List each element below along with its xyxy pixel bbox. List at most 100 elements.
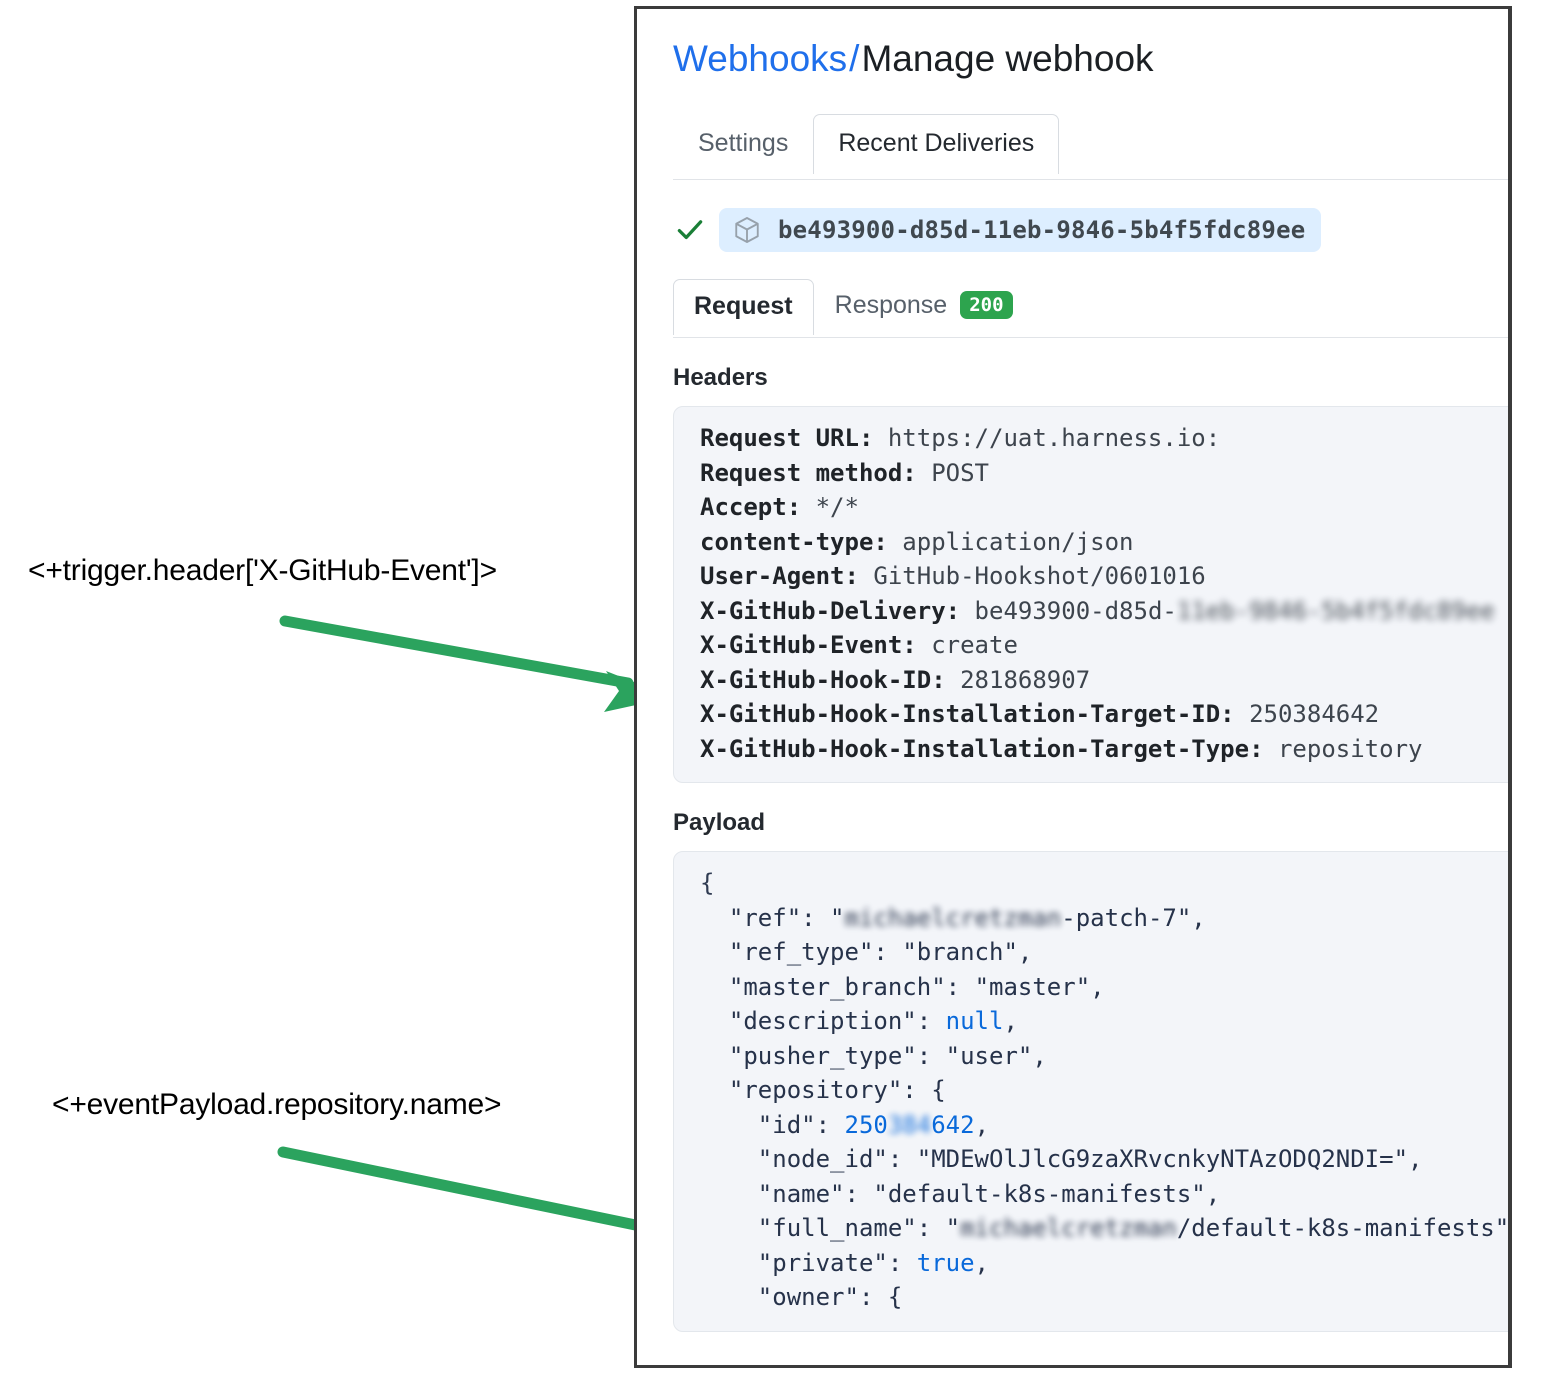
json-key: "master_branch" — [728, 972, 946, 1001]
headers-heading: Headers — [673, 364, 768, 392]
json-key: "node_id" — [757, 1145, 888, 1174]
header-row: User-Agent: GitHub-Hookshot/0601016 — [674, 559, 1508, 594]
json-value: { — [931, 1076, 946, 1105]
json-value: "default-k8s-manifests", — [873, 1179, 1221, 1208]
header-value: create — [931, 631, 1018, 660]
header-key: Request method: — [700, 458, 917, 487]
header-row: X-GitHub-Hook-ID: 281868907 — [674, 663, 1508, 698]
json-brace: { — [700, 869, 715, 898]
header-key: X-GitHub-Delivery: — [700, 596, 961, 625]
json-prefix: : — [902, 1076, 932, 1105]
header-key: Request URL: — [700, 424, 874, 453]
json-key: "name" — [757, 1179, 845, 1208]
payload-line: { — [674, 866, 1508, 901]
payload-line: "ref": "michaelcretzman-patch-7", — [674, 901, 1508, 936]
json-prefix: : — [916, 1007, 946, 1036]
json-key: "ref_type" — [728, 938, 874, 967]
json-key: "repository" — [728, 1076, 903, 1105]
json-prefix: : — [844, 1179, 874, 1208]
breadcrumb-separator: / — [849, 38, 860, 79]
header-key: X-GitHub-Event: — [700, 631, 917, 660]
payload-line: "owner": { — [674, 1280, 1508, 1315]
header-value: application/json — [902, 527, 1134, 556]
json-prefix: : — [887, 1248, 917, 1277]
request-response-tabs: Request Response 200 — [637, 276, 1508, 339]
json-key: "pusher_type" — [728, 1041, 917, 1070]
breadcrumb-current: Manage webhook — [861, 38, 1154, 79]
json-prefix: : — [815, 1110, 845, 1139]
payload-line: "full_name": "michaelcretzman/default-k8… — [674, 1211, 1512, 1246]
payload-code-box: { "ref": "michaelcretzman-patch-7", "ref… — [673, 851, 1512, 1332]
header-value: POST — [931, 458, 989, 487]
json-prefix: : " — [916, 1214, 961, 1243]
status-badge: 200 — [960, 291, 1013, 320]
payload-line: "ref_type": "branch", — [674, 935, 1508, 970]
header-row: X-GitHub-Delivery: be493900-d85d-11eb-98… — [674, 594, 1508, 629]
header-key: User-Agent: — [700, 562, 859, 591]
json-prefix: : — [887, 1145, 917, 1174]
json-key: "id" — [757, 1110, 816, 1139]
redacted-delivery-id: 11eb-9846-5b4f5fdc89ee — [1176, 596, 1495, 625]
json-suffix: , — [974, 1248, 989, 1277]
cube-icon — [735, 217, 759, 244]
header-row: Accept: */* — [674, 490, 1508, 525]
payload-line: "name": "default-k8s-manifests", — [674, 1177, 1508, 1212]
payload-line: "repository": { — [674, 1073, 1508, 1108]
header-key: X-GitHub-Hook-ID: — [700, 665, 946, 694]
check-icon — [677, 220, 703, 240]
delivery-guid: be493900-d85d-11eb-9846-5b4f5fdc89ee — [778, 216, 1306, 245]
header-value: */* — [815, 493, 859, 522]
json-prefix: : " — [801, 903, 845, 932]
json-literal: true — [916, 1248, 975, 1277]
tab-settings[interactable]: Settings — [698, 129, 789, 158]
json-value: "MDEwOlJlcG9zaXRvcnkyNTAzODQ2NDI=", — [916, 1145, 1423, 1174]
json-number: 250 — [844, 1110, 888, 1139]
json-prefix: : — [916, 1041, 946, 1070]
page-title: Webhooks/Manage webhook — [637, 9, 1508, 81]
redacted-id: 384 — [887, 1110, 932, 1139]
header-row: Request URL: https://uat.harness.io: — [674, 421, 1508, 456]
tab-response-label: Response — [834, 290, 948, 319]
payload-line: "master_branch": "master", — [674, 970, 1508, 1005]
json-prefix: : — [858, 1283, 888, 1312]
json-suffix: /default-k8s-manifests", — [1176, 1214, 1512, 1243]
header-row: X-GitHub-Hook-Installation-Target-Type: … — [674, 732, 1508, 767]
json-value: "user", — [945, 1041, 1047, 1070]
header-row: content-type: application/json — [674, 525, 1508, 560]
json-prefix: : — [945, 972, 975, 1001]
header-key: Accept: — [700, 493, 802, 522]
json-literal: null — [945, 1007, 1004, 1036]
payload-line: "description": null, — [674, 1004, 1508, 1039]
json-number-suffix: 642 — [931, 1110, 975, 1139]
webhook-panel-frame: Webhooks/Manage webhook Settings Recent D… — [634, 6, 1512, 1368]
json-key: "private" — [757, 1248, 888, 1277]
tab-recent-deliveries[interactable]: Recent Deliveries — [813, 114, 1060, 176]
annotation-trigger-header-expression: <+trigger.header['X-GitHub-Event']> — [28, 554, 497, 587]
arrow-to-x-github-event — [279, 615, 672, 712]
header-key: X-GitHub-Hook-Installation-Target-ID: — [700, 700, 1235, 729]
header-value: 250384642 — [1249, 700, 1380, 729]
delivery-row: be493900-d85d-11eb-9846-5b4f5fdc89ee — [675, 208, 1508, 253]
payload-line: "private": true, — [674, 1246, 1508, 1281]
json-suffix: , — [974, 1110, 990, 1139]
breadcrumb-webhooks-link[interactable]: Webhooks — [673, 38, 848, 79]
header-value: GitHub-Hookshot/0601016 — [873, 562, 1206, 591]
header-row: X-GitHub-Event: create — [674, 628, 1508, 663]
delivery-id-pill[interactable]: be493900-d85d-11eb-9846-5b4f5fdc89ee — [719, 208, 1322, 253]
payload-heading: Payload — [673, 809, 766, 837]
header-value: 281868907 — [960, 665, 1091, 694]
rr-tabs-baseline — [673, 337, 1508, 339]
tab-response[interactable]: Response 200 — [814, 276, 1034, 335]
payload-line: "pusher_type": "user", — [674, 1039, 1508, 1074]
header-value: be493900-d85d- — [974, 596, 1177, 625]
header-value: https://uat.harness.io: — [887, 424, 1221, 453]
json-suffix: -patch-7", — [1061, 903, 1206, 932]
json-key: "ref" — [728, 903, 802, 932]
json-value: "master", — [974, 972, 1105, 1001]
payload-line: "id": 250384642, — [674, 1108, 1508, 1143]
tab-request[interactable]: Request — [673, 279, 814, 337]
header-value: repository — [1277, 734, 1423, 763]
json-suffix: , — [1003, 1007, 1018, 1036]
header-row: Request method: POST — [674, 456, 1508, 491]
